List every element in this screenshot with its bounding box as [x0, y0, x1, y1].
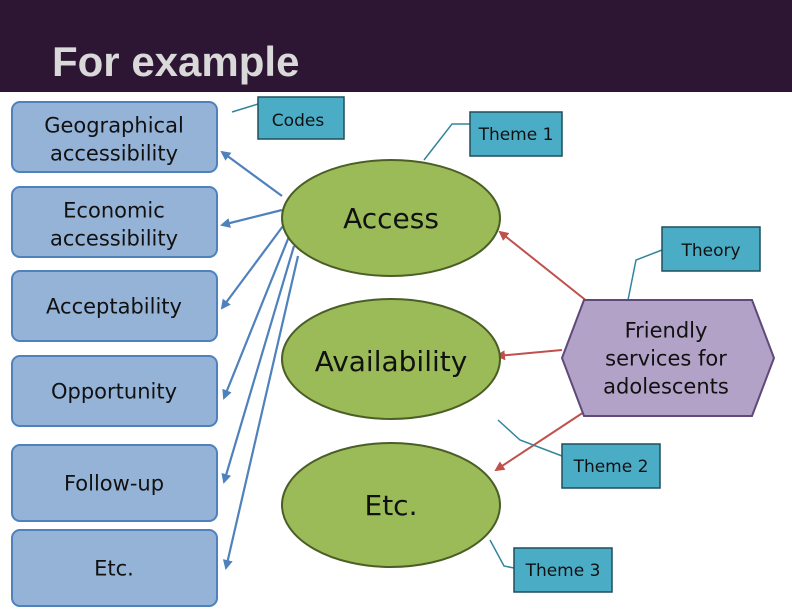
codes-callout-label: Codes [272, 111, 325, 131]
theme-ellipse [281, 298, 501, 420]
callout-leader [627, 249, 663, 301]
slide-header [0, 0, 792, 92]
code-box-label: Opportunity [51, 379, 177, 403]
code-arrow [220, 208, 283, 228]
code-box [11, 355, 218, 427]
code-box-label: Etc. [94, 556, 134, 580]
code-arrow [221, 245, 296, 484]
code-box-label-line: accessibility [50, 141, 178, 165]
code-box-label: Follow-up [64, 471, 164, 495]
code-box-label: Geographical accessibility [44, 113, 184, 165]
theory-label: Friendly services for adolescents [603, 318, 729, 398]
slide-title: For example [52, 38, 300, 85]
code-arrow [220, 221, 287, 310]
theory-arrow [494, 411, 585, 472]
theme-ellipse [281, 159, 501, 277]
theme-label: Availability [315, 345, 468, 378]
callout-leader [231, 103, 259, 113]
theme-callouts: Theme 1 Theme 2 Theme 3 [469, 111, 661, 593]
theory-hexagon: Friendly services for adolescents [560, 299, 776, 417]
code-box [11, 444, 218, 522]
theory-arrow [495, 349, 563, 361]
code-box-label-line: accessibility [50, 226, 178, 250]
code-box [11, 101, 218, 173]
theory-label-line: adolescents [603, 374, 729, 398]
theory-arrow [498, 230, 589, 303]
code-arrow [222, 255, 300, 570]
theory-label-line: services for [605, 346, 727, 370]
theory-label-line: Friendly [625, 318, 708, 342]
theme-callout-box [561, 443, 661, 489]
code-arrow [222, 233, 292, 400]
callout-leader [489, 539, 515, 569]
theme-ellipse [281, 442, 501, 568]
code-box-label: Economic accessibility [50, 198, 178, 250]
code-box [11, 270, 218, 342]
connector-lines [220, 103, 663, 570]
code-box-label-line: Economic [63, 198, 165, 222]
codes-callout: Codes [257, 96, 345, 140]
code-arrow [220, 150, 283, 197]
theory-callout-label: Theory [680, 241, 740, 261]
theory-callout: Theory [661, 226, 761, 272]
callout-leader [497, 419, 563, 457]
code-box [11, 529, 218, 607]
theme-callout-box [469, 111, 563, 157]
code-box [11, 186, 218, 258]
code-box-label-line: Opportunity [51, 379, 177, 403]
theme-label: Access [343, 202, 439, 235]
code-box-label-line: Follow-up [64, 471, 164, 495]
theme-callout-label: Theme 1 [478, 125, 554, 145]
code-box-label-line: Etc. [94, 556, 134, 580]
theme-label: Etc. [365, 489, 418, 522]
theme-callout-label: Theme 3 [525, 561, 601, 581]
code-box-label: Acceptability [46, 294, 182, 318]
code-box-label-line: Acceptability [46, 294, 182, 318]
theme-callout-box [513, 547, 613, 593]
theme-callout-label: Theme 2 [573, 457, 649, 477]
code-box-label-line: Geographical [44, 113, 184, 137]
callout-leader [423, 123, 470, 161]
